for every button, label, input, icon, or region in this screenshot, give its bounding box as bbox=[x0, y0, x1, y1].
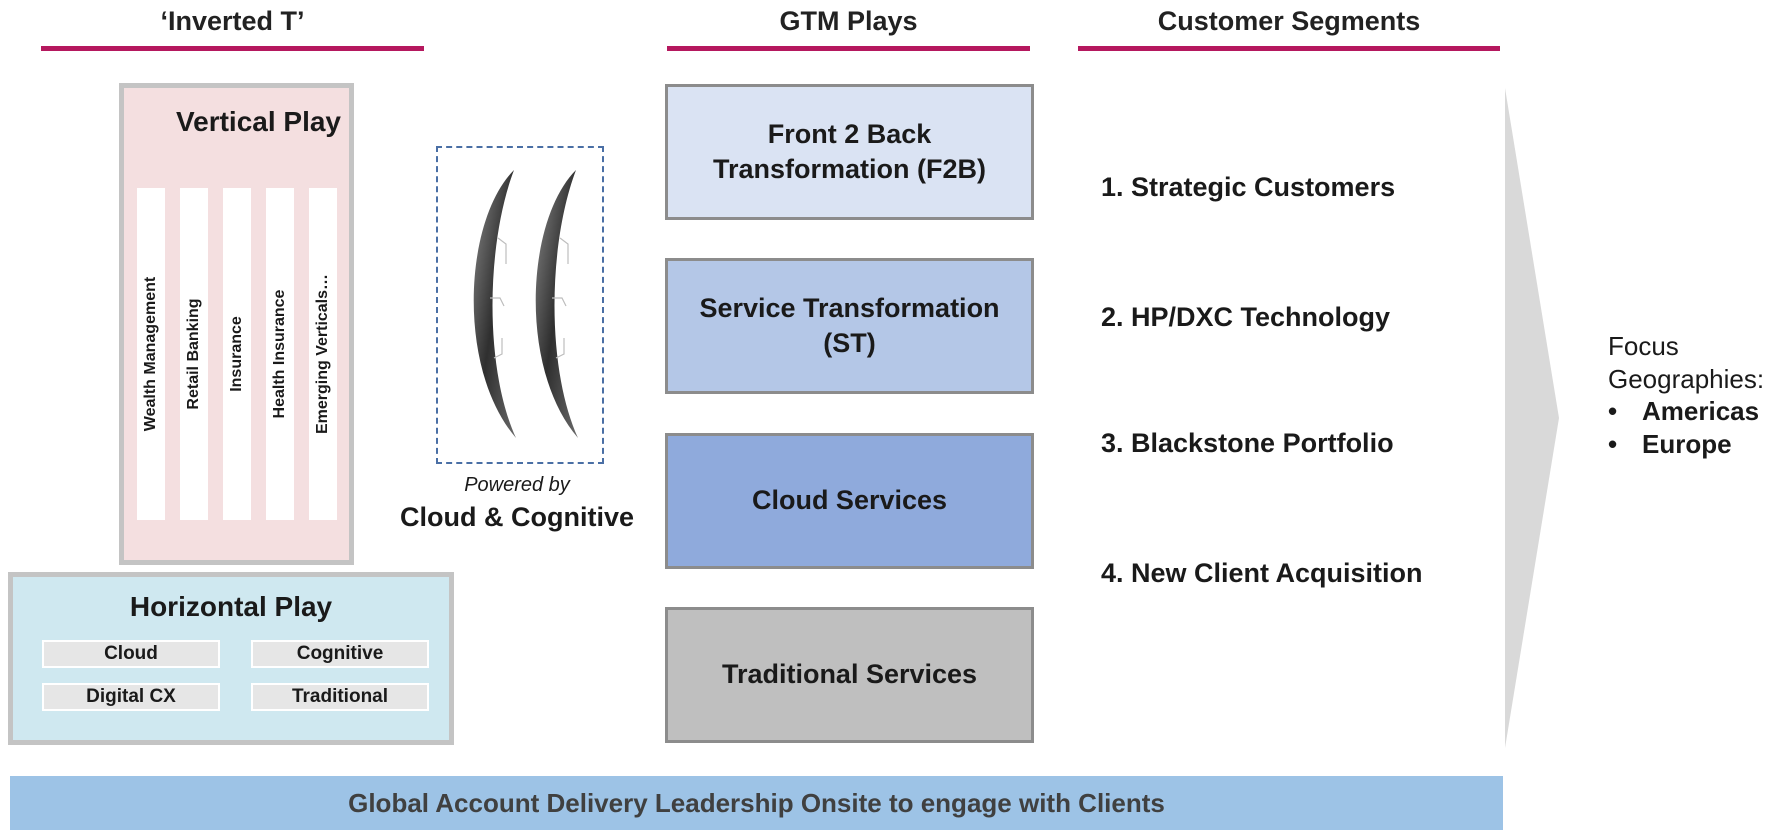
gtm-play-f2b: Front 2 Back Transformation (F2B) bbox=[665, 84, 1034, 220]
header-inverted-t: ‘Inverted T’ bbox=[160, 6, 305, 36]
horizontal-play-title: Horizontal Play bbox=[129, 591, 333, 622]
vertical-play-title: Vertical Play bbox=[175, 106, 341, 137]
gtm-play-service-transformation: Service Transformation (ST) bbox=[665, 258, 1034, 394]
powered-by-name: Cloud & Cognitive bbox=[400, 502, 634, 532]
segment-item: 1. Strategic Customers bbox=[1101, 172, 1396, 202]
header-rule-customer-segments bbox=[1078, 46, 1500, 51]
header-rule-gtm-plays bbox=[667, 46, 1030, 51]
focus-geographies: Focus Geographies: Americas Europe bbox=[1608, 330, 1786, 460]
horizontal-item: Digital CX bbox=[42, 683, 220, 711]
focus-title: Focus Geographies: bbox=[1608, 331, 1765, 394]
horizontal-play-box: Horizontal Play Cloud Cognitive Digital … bbox=[8, 572, 454, 745]
gtm-play-cloud-services: Cloud Services bbox=[665, 433, 1034, 569]
focus-item: Americas bbox=[1608, 395, 1786, 428]
vertical-item: Health Insurance bbox=[266, 188, 294, 520]
focus-item: Europe bbox=[1608, 428, 1786, 461]
vertical-item: Wealth Management bbox=[137, 188, 165, 520]
chevron-arrow-shape bbox=[1505, 88, 1559, 748]
segment-item: 2. HP/DXC Technology bbox=[1101, 302, 1391, 332]
header-customer-segments: Customer Segments bbox=[1157, 6, 1421, 36]
segment-item: 4. New Client Acquisition bbox=[1101, 558, 1423, 588]
header-rule-inverted-t bbox=[41, 46, 424, 51]
crescent-circuit-icon bbox=[473, 170, 578, 438]
cloud-cognitive-graphic-frame bbox=[436, 146, 604, 464]
segment-item: 3. Blackstone Portfolio bbox=[1101, 428, 1394, 458]
vertical-item: Insurance bbox=[223, 188, 251, 520]
horizontal-item: Cognitive bbox=[251, 640, 429, 668]
vertical-play-box: Vertical Play Wealth Management Retail B… bbox=[119, 83, 354, 565]
footer-banner: Global Account Delivery Leadership Onsit… bbox=[10, 776, 1503, 830]
powered-by-label: Powered by bbox=[464, 474, 570, 496]
vertical-item: Retail Banking bbox=[180, 188, 208, 520]
horizontal-item: Cloud bbox=[42, 640, 220, 668]
vertical-item: Emerging Verticals… bbox=[309, 188, 337, 520]
horizontal-item: Traditional bbox=[251, 683, 429, 711]
header-gtm-plays: GTM Plays bbox=[779, 6, 918, 36]
gtm-play-traditional-services: Traditional Services bbox=[665, 607, 1034, 743]
